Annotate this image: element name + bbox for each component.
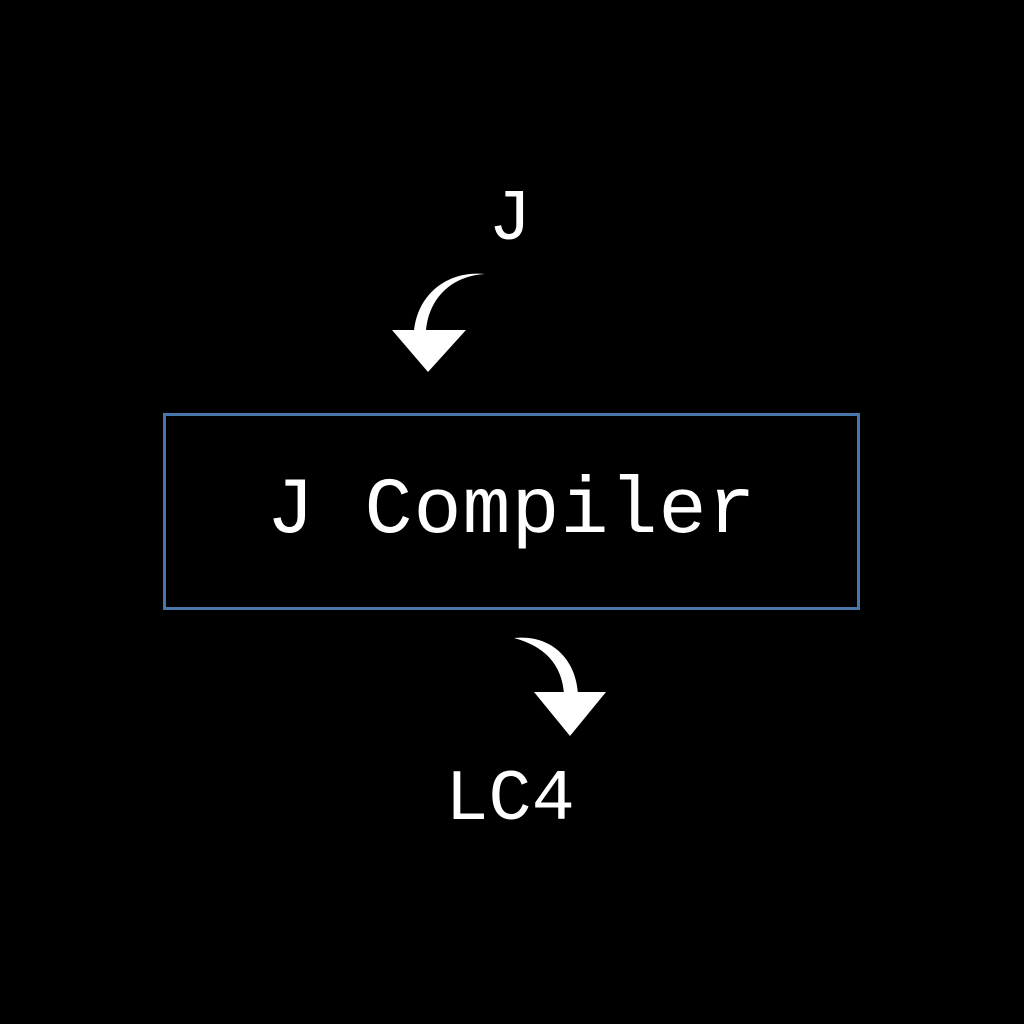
input-language-label: J [488,179,532,261]
compiler-label: J Compiler [266,465,757,557]
output-language-label: LC4 [445,759,575,841]
curved-arrow-down-right-icon [514,637,606,736]
curved-arrow-down-left-icon [392,273,485,372]
compiler-box: J Compiler [163,413,860,610]
